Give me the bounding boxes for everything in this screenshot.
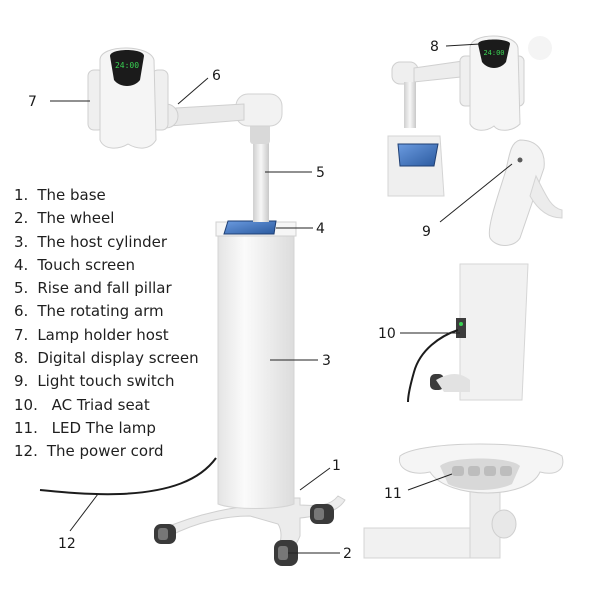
legend-label: Touch screen [37,255,135,274]
legend-label: Lamp holder host [37,325,169,344]
legend-number: 3. [14,232,29,251]
wheel-front [274,540,298,566]
parts-legend: 1. The base 2. The wheel 3. The host cylinder… [14,184,199,464]
legend-item: 6. The rotating arm [14,300,199,323]
callout-11: 11 [384,486,402,502]
legend-number: 8. [14,349,29,368]
callout-9: 9 [422,224,431,240]
legend-item: 12. The power cord [14,440,199,463]
callout-7: 7 [28,94,37,110]
callout-1: 1 [332,458,341,474]
legend-item: 2. The wheel [14,207,199,230]
callout-10: 10 [378,326,396,342]
legend-number: 10. [14,395,38,414]
legend-label: AC Triad seat [46,395,150,414]
rise-and-fall-pillar [250,120,270,222]
legend-number: 7. [14,325,29,344]
detail-switch [488,139,563,246]
callout-8: 8 [430,39,439,55]
legend-gap [38,394,47,417]
detail-screen-tower [387,135,445,197]
callout-12: 12 [58,536,76,552]
legend-label: The power cord [46,442,164,461]
callout-6: 6 [212,68,221,84]
legend-label: Digital display screen [37,349,199,368]
legend-number: 5. [14,279,29,298]
legend-gap [28,254,37,277]
detail-lamp-holder: 24:00 [391,35,552,131]
legend-item: 10. AC Triad seat [14,394,199,417]
lamp-holder-host: 24:00 [87,47,169,149]
legend-gap [28,324,37,347]
legend-label: Light touch switch [37,372,175,391]
callout-4: 4 [316,221,325,237]
legend-gap [28,207,37,230]
legend-gap [38,440,47,463]
callout-2: 2 [343,546,352,562]
legend-item: 1. The base [14,184,199,207]
legend-label: The rotating arm [37,302,164,321]
leader-lines [50,43,513,554]
legend-gap [38,417,47,440]
detail-led-lamp [363,443,564,559]
rotating-arm [153,93,283,129]
legend-gap [28,231,37,254]
power-cord [39,457,217,496]
legend-gap [28,184,37,207]
legend-item: 3. The host cylinder [14,231,199,254]
legend-item: 5. Rise and fall pillar [14,277,199,300]
legend-item: 4. Touch screen [14,254,199,277]
legend-item: 7. Lamp holder host [14,324,199,347]
legend-item: 9. Light touch switch [14,370,199,393]
detail-digital-readout: 24:00 [483,49,504,57]
legend-gap [28,347,37,370]
legend-label: The base [37,186,106,204]
legend-number: 6. [14,302,29,321]
wheel-back-right [310,504,334,524]
legend-number: 1. [14,186,29,204]
legend-number: 4. [14,255,29,274]
legend-gap [28,300,37,323]
legend-gap [28,370,37,393]
legend-number: 9. [14,372,29,391]
legend-label: Rise and fall pillar [37,279,172,298]
legend-label: The host cylinder [37,232,168,251]
legend-number: 2. [14,209,29,228]
legend-gap [28,277,37,300]
legend-number: 12. [14,442,38,461]
legend-number: 11. [14,418,38,437]
callout-5: 5 [316,165,325,181]
host-cylinder [215,221,297,509]
legend-label: LED The lamp [46,418,156,437]
callout-3: 3 [322,353,331,369]
legend-item: 8. Digital display screen [14,347,199,370]
legend-item: 11. LED The lamp [14,417,199,440]
detail-ac-socket [407,263,529,403]
wheel-front-left [154,524,176,544]
legend-label: The wheel [37,209,115,228]
main-digital-readout: 24:00 [115,61,139,70]
touch-screen [223,220,277,235]
